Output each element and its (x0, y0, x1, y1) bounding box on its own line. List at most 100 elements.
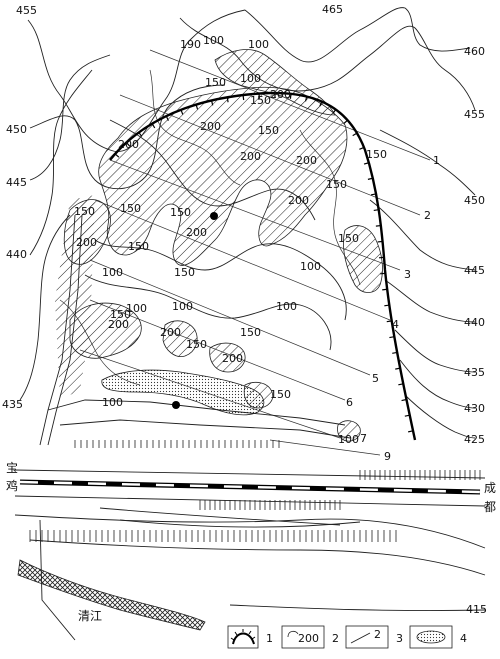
railway-labels: 宝 鸡 成 都 (6, 461, 496, 514)
hazard-zone-small-1 (162, 320, 198, 357)
line-number: 6 (346, 396, 353, 409)
contour-445-west (29, 54, 111, 181)
contour-label: 445 (464, 264, 485, 277)
borehole-marker-lower (172, 401, 180, 409)
hazard-value: 100 (102, 266, 123, 279)
hazard-value: 200 (200, 120, 221, 133)
river-bank-crosshatch (17, 559, 206, 631)
legend-item-survey-line: 2 3 (345, 625, 403, 649)
city-chengdu-char-1: 成 (484, 481, 496, 495)
contour-label: 450 (464, 194, 485, 207)
legend-item-boundary: 1 (227, 625, 273, 649)
contour-label: 455 (16, 4, 37, 17)
hazard-value: 100 (172, 300, 193, 313)
contour-label: 440 (464, 316, 485, 329)
river-area (14, 507, 486, 641)
hazard-zone-main (98, 86, 348, 266)
hazard-value: 150 (270, 388, 291, 401)
contour-inner-1 (94, 239, 347, 321)
contour-label: 445 (6, 176, 27, 189)
legend: 1 200 2 2 3 4 (227, 625, 467, 649)
hazard-value: 100 (126, 302, 147, 315)
contour-label: 440 (6, 248, 27, 261)
contour-445-east (369, 199, 476, 271)
legend-item-deposit: 4 (409, 625, 467, 649)
legend-number: 3 (396, 632, 403, 645)
hazard-value: 200 (160, 326, 181, 339)
survey-line-6 (89, 299, 346, 401)
hazard-value: 150 (170, 206, 191, 219)
city-chengdu-char-2: 都 (484, 500, 496, 514)
survey-line-9 (269, 439, 381, 456)
hazard-value: 100 (240, 72, 261, 85)
hazard-value: 150 (205, 76, 226, 89)
hazard-value: 200 (288, 194, 309, 207)
river-label: 清江 (78, 609, 102, 623)
hazard-value: 100 (203, 34, 224, 47)
hazard-value: 200 (296, 154, 317, 167)
contour-label: 460 (464, 45, 485, 58)
railway (14, 469, 486, 507)
contour-440-west (29, 69, 93, 256)
city-baoji-char-2: 鸡 (6, 478, 18, 493)
contour-label: 455 (464, 108, 485, 121)
line-number: 7 (360, 432, 367, 445)
line-number: 3 (404, 268, 411, 281)
contour-425 (404, 394, 476, 439)
hazard-value: 150 (326, 178, 347, 191)
hazard-value: 100 (300, 260, 321, 273)
hazard-value: 200 (270, 88, 291, 101)
contour-435-east (394, 329, 476, 373)
contour-435-west (19, 214, 71, 401)
hazard-value: 200 (186, 226, 207, 239)
line-number: 5 (372, 372, 379, 385)
hazard-value: 150 (240, 326, 261, 339)
line-number: 2 (424, 209, 431, 222)
line-number: 4 (392, 318, 399, 331)
hazard-value: 150 (74, 205, 95, 218)
contour-inner-2 (84, 274, 332, 351)
legend-number: 2 (332, 632, 339, 645)
west-boundary (39, 214, 351, 446)
hazard-value: 200 (108, 318, 129, 331)
hazard-zone-west-strip (55, 195, 95, 400)
survey-line-1 (149, 49, 431, 161)
deposit-zone (101, 369, 265, 416)
legend-item-hazard-value: 200 2 (281, 625, 339, 649)
line-number: 9 (384, 450, 391, 463)
hazard-value: 100 (102, 396, 123, 409)
line-number-labels: 1 2 3 4 5 6 7 9 (346, 154, 440, 463)
contour-label: 430 (464, 402, 485, 415)
hazard-value: 200 (240, 150, 261, 163)
contour-label: 435 (2, 398, 23, 411)
hazard-value: 150 (366, 148, 387, 161)
legend-number: 1 (266, 632, 273, 645)
hazard-value: 200 (118, 138, 139, 151)
contour-label: 450 (6, 123, 27, 136)
hazard-zone-east (343, 225, 383, 293)
hazard-value-labels: 190 100 100 150 100 150 200 200 150 200 … (74, 34, 387, 446)
hazard-value: 150 (120, 202, 141, 215)
contour-465 (244, 7, 471, 63)
hazard-value: 150 (338, 232, 359, 245)
borehole-marker-upper (210, 212, 218, 220)
hazard-value: 190 (180, 38, 201, 51)
contour-label: 435 (464, 366, 485, 379)
contour-lines (19, 7, 476, 439)
hazard-zone-se-small (337, 420, 361, 442)
hazard-value: 150 (174, 266, 195, 279)
survey-line-4 (94, 199, 391, 321)
contour-label: 465 (322, 3, 343, 16)
terrace-ticks (29, 440, 481, 542)
hazard-value: 200 (222, 352, 243, 365)
hazard-value: 150 (250, 94, 271, 107)
hazard-value: 100 (276, 300, 297, 313)
hazard-value: 150 (258, 124, 279, 137)
city-baoji-char-1: 宝 (6, 461, 18, 475)
contour-label: 415 (466, 603, 487, 616)
hazard-value: 100 (248, 38, 269, 51)
legend-sample-value: 200 (298, 632, 319, 645)
hazard-value: 150 (128, 240, 149, 253)
contour-430 (399, 359, 476, 409)
